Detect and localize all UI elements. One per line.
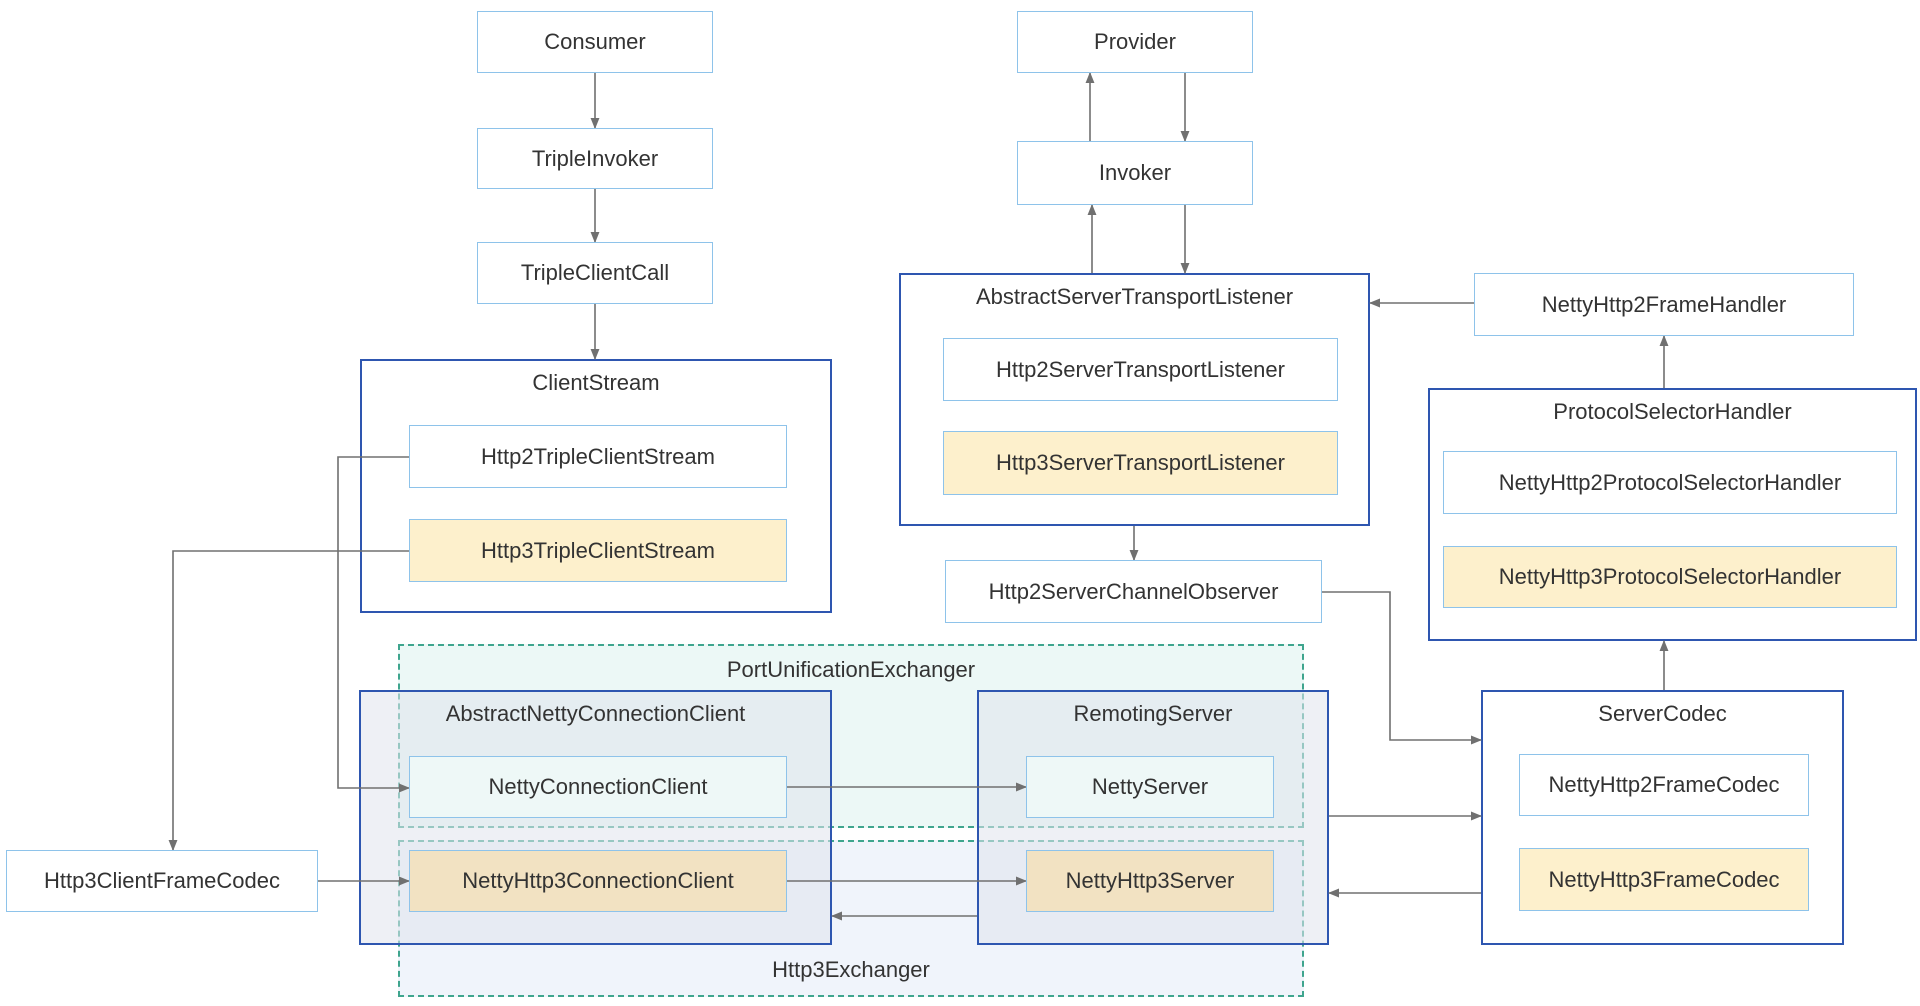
netty-http2-frame-handler-node: NettyHttp2FrameHandler — [1474, 273, 1854, 336]
triple-invoker-node: TripleInvoker — [477, 128, 713, 189]
netty-http2-protocol-selector-handler-node: NettyHttp2ProtocolSelectorHandler — [1443, 451, 1897, 514]
netty-http3-frame-codec-node: NettyHttp3FrameCodec — [1519, 848, 1809, 911]
abstract-server-transport-listener-container — [899, 273, 1370, 526]
remoting-server-title: RemotingServer — [1073, 701, 1233, 726]
http3-exchanger-title: Http3Exchanger — [772, 957, 930, 982]
http2-server-transport-listener-node: Http2ServerTransportListener — [943, 338, 1338, 401]
triple-client-call-node: TripleClientCall — [477, 242, 713, 304]
client-stream-title: ClientStream — [532, 370, 660, 395]
protocol-selector-handler-container — [1428, 388, 1917, 641]
netty-http3-server-node: NettyHttp3Server — [1026, 850, 1274, 912]
server-codec-title: ServerCodec — [1598, 701, 1727, 726]
port-unification-exchanger-title: PortUnificationExchanger — [726, 657, 976, 682]
consumer-node: Consumer — [477, 11, 713, 73]
http2-server-channel-observer-node: Http2ServerChannelObserver — [945, 560, 1322, 623]
provider-node: Provider — [1017, 11, 1253, 73]
abstract-netty-connection-client-title: AbstractNettyConnectionClient — [445, 701, 746, 726]
protocol-selector-handler-title: ProtocolSelectorHandler — [1553, 399, 1792, 424]
netty-http3-connection-client-node: NettyHttp3ConnectionClient — [409, 850, 787, 912]
netty-http2-frame-codec-node: NettyHttp2FrameCodec — [1519, 754, 1809, 816]
http3-triple-client-stream-node: Http3TripleClientStream — [409, 519, 787, 582]
http2-triple-client-stream-node: Http2TripleClientStream — [409, 425, 787, 488]
http3-server-transport-listener-node: Http3ServerTransportListener — [943, 431, 1338, 495]
invoker-node: Invoker — [1017, 141, 1253, 205]
netty-server-node: NettyServer — [1026, 756, 1274, 818]
netty-connection-client-node: NettyConnectionClient — [409, 756, 787, 818]
http3-client-frame-codec-node: Http3ClientFrameCodec — [6, 850, 318, 912]
netty-http3-protocol-selector-handler-node: NettyHttp3ProtocolSelectorHandler — [1443, 546, 1897, 608]
abstract-server-transport-listener-title: AbstractServerTransportListener — [975, 284, 1294, 309]
